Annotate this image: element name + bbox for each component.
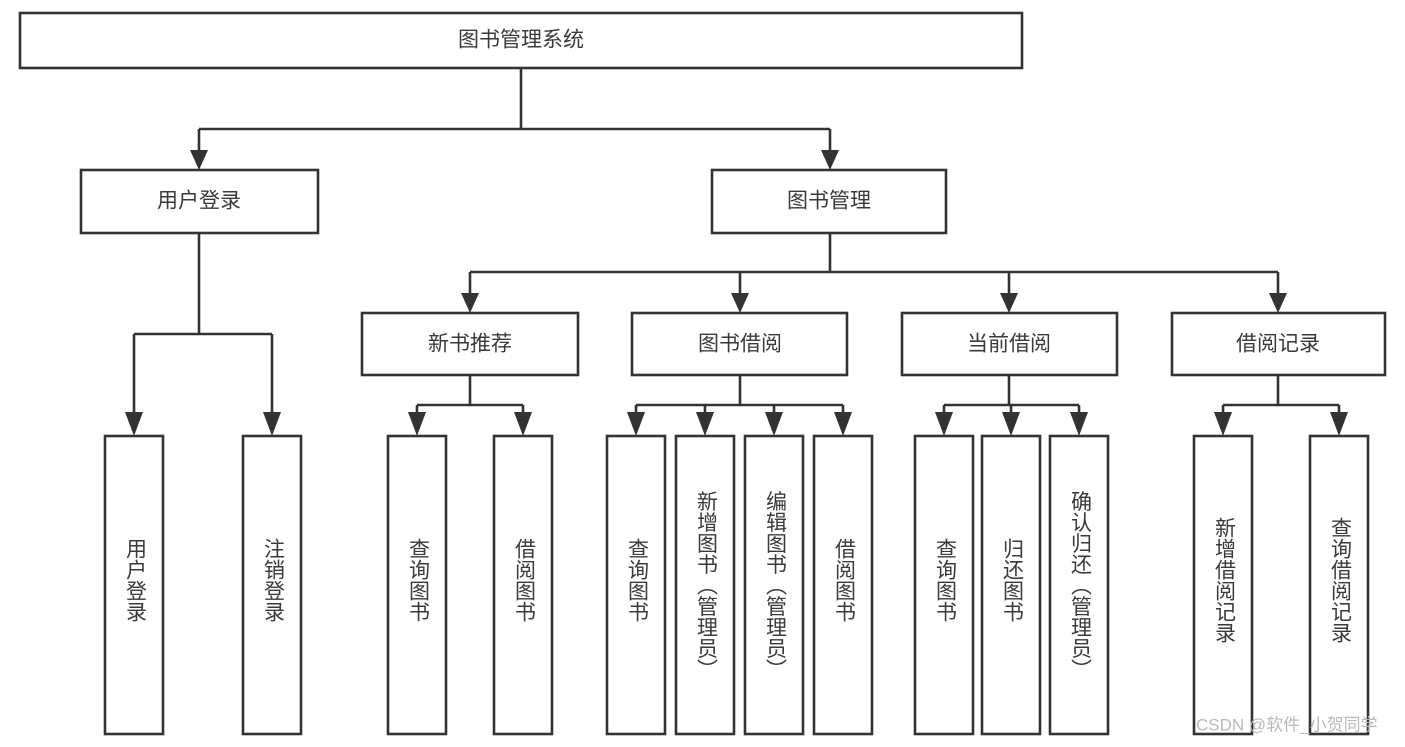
node-leaf-query-book-3-box[interactable] (913, 434, 975, 736)
node-book-manage-box[interactable] (710, 168, 948, 235)
node-book-borrow[interactable]: 图书借阅 (630, 311, 849, 377)
node-book-borrow-label: 图书借阅 (698, 333, 782, 356)
node-leaf-query-book-1-label: 查询图书 (406, 538, 430, 622)
arrowhead-leaf-confirm-return (1070, 412, 1088, 436)
node-root-label: 图书管理系统 (458, 29, 584, 52)
node-leaf-query-record-box[interactable] (1308, 434, 1370, 736)
node-leaf-borrow-book-2[interactable]: 借阅图书 (812, 434, 874, 736)
node-leaf-confirm-return-box[interactable] (1048, 434, 1110, 736)
node-leaf-borrow-book-1[interactable]: 借阅图书 (492, 434, 554, 736)
node-root-box[interactable] (18, 11, 1024, 70)
node-user-login[interactable]: 用户登录 (79, 168, 320, 235)
node-book-manage-label: 图书管理 (787, 190, 871, 213)
node-leaf-add-record-box[interactable] (1192, 434, 1254, 736)
node-leaf-return-book-label: 归还图书 (1000, 538, 1024, 622)
arrowhead-book-borrow (731, 293, 749, 313)
node-leaf-confirm-return-label: 确认归还（管理员） (1068, 491, 1092, 680)
node-leaf-user-login-label: 用户登录 (123, 538, 147, 622)
node-user-login-box[interactable] (79, 168, 320, 235)
arrowhead-book-manage (821, 150, 839, 170)
arrowhead-leaf-query-book-3 (935, 412, 953, 436)
node-book-manage[interactable]: 图书管理 (710, 168, 948, 235)
node-book-borrow-box[interactable] (630, 311, 849, 377)
arrowhead-leaf-query-record (1330, 412, 1348, 436)
node-leaf-query-book-3[interactable]: 查询图书 (913, 434, 975, 736)
arrowhead-borrow-record (1269, 293, 1287, 313)
node-leaf-query-book-2[interactable]: 查询图书 (605, 434, 667, 736)
node-borrow-record-label: 借阅记录 (1236, 333, 1320, 356)
arrowhead-leaf-borrow-book-1 (514, 412, 532, 436)
node-leaf-query-book-2-label: 查询图书 (625, 538, 649, 622)
node-leaf-query-record-label: 查询借阅记录 (1328, 517, 1352, 643)
node-leaf-user-login-box[interactable] (103, 434, 165, 736)
node-leaf-edit-book-box[interactable] (743, 434, 805, 736)
arrowhead-user-login (190, 150, 208, 170)
node-leaf-query-book-2-box[interactable] (605, 434, 667, 736)
node-leaf-borrow-book-2-box[interactable] (812, 434, 874, 736)
node-leaf-logout-box[interactable] (241, 434, 303, 736)
node-new-book-rec-box[interactable] (360, 311, 580, 377)
node-leaf-add-record[interactable]: 新增借阅记录 (1192, 434, 1254, 736)
node-current-borrow-box[interactable] (900, 311, 1119, 377)
node-leaf-query-book-3-label: 查询图书 (933, 538, 957, 622)
node-new-book-rec[interactable]: 新书推荐 (360, 311, 580, 377)
node-new-book-rec-label: 新书推荐 (428, 333, 512, 356)
node-leaf-logout-label: 注销登录 (261, 538, 285, 622)
arrowhead-leaf-user-login (125, 412, 143, 436)
node-leaf-return-book-box[interactable] (980, 434, 1042, 736)
arrowhead-leaf-query-book-2 (627, 412, 645, 436)
arrowhead-leaf-query-book-1 (408, 412, 426, 436)
node-leaf-add-book[interactable]: 新增图书（管理员） (674, 434, 736, 736)
node-leaf-borrow-book-1-label: 借阅图书 (512, 538, 536, 622)
node-leaf-confirm-return[interactable]: 确认归还（管理员） (1048, 434, 1110, 736)
node-user-login-label: 用户登录 (157, 190, 241, 213)
node-leaf-borrow-book-1-box[interactable] (492, 434, 554, 736)
node-leaf-return-book[interactable]: 归还图书 (980, 434, 1042, 736)
arrowhead-current-borrow (1000, 293, 1018, 313)
arrowhead-leaf-add-record (1214, 412, 1232, 436)
node-leaf-query-record[interactable]: 查询借阅记录 (1308, 434, 1370, 736)
csdn-watermark: CSDN @软件_小贺同学 (1196, 715, 1378, 734)
node-borrow-record[interactable]: 借阅记录 (1170, 311, 1387, 377)
arrowhead-leaf-add-book (696, 412, 714, 436)
node-current-borrow[interactable]: 当前借阅 (900, 311, 1119, 377)
node-leaf-edit-book[interactable]: 编辑图书（管理员） (743, 434, 805, 736)
node-leaf-add-book-label: 新增图书（管理员） (694, 491, 718, 680)
arrowhead-leaf-borrow-book-2 (834, 412, 852, 436)
arrowhead-leaf-edit-book (765, 412, 783, 436)
node-leaf-user-login[interactable]: 用户登录 (103, 434, 165, 736)
arrowhead-leaf-logout (263, 412, 281, 436)
node-leaf-edit-book-label: 编辑图书（管理员） (763, 491, 787, 680)
node-leaf-add-book-box[interactable] (674, 434, 736, 736)
node-root[interactable]: 图书管理系统 (18, 11, 1024, 70)
node-leaf-logout[interactable]: 注销登录 (241, 434, 303, 736)
node-leaf-query-book-1-box[interactable] (386, 434, 448, 736)
connector-layer (125, 68, 1348, 436)
node-leaf-borrow-book-2-label: 借阅图书 (832, 538, 856, 622)
node-current-borrow-label: 当前借阅 (967, 333, 1051, 356)
arrowhead-leaf-return-book (1002, 412, 1020, 436)
node-borrow-record-box[interactable] (1170, 311, 1387, 377)
node-leaf-query-book-1[interactable]: 查询图书 (386, 434, 448, 736)
arrowhead-new-book-rec (461, 293, 479, 313)
node-leaf-add-record-label: 新增借阅记录 (1212, 517, 1236, 643)
